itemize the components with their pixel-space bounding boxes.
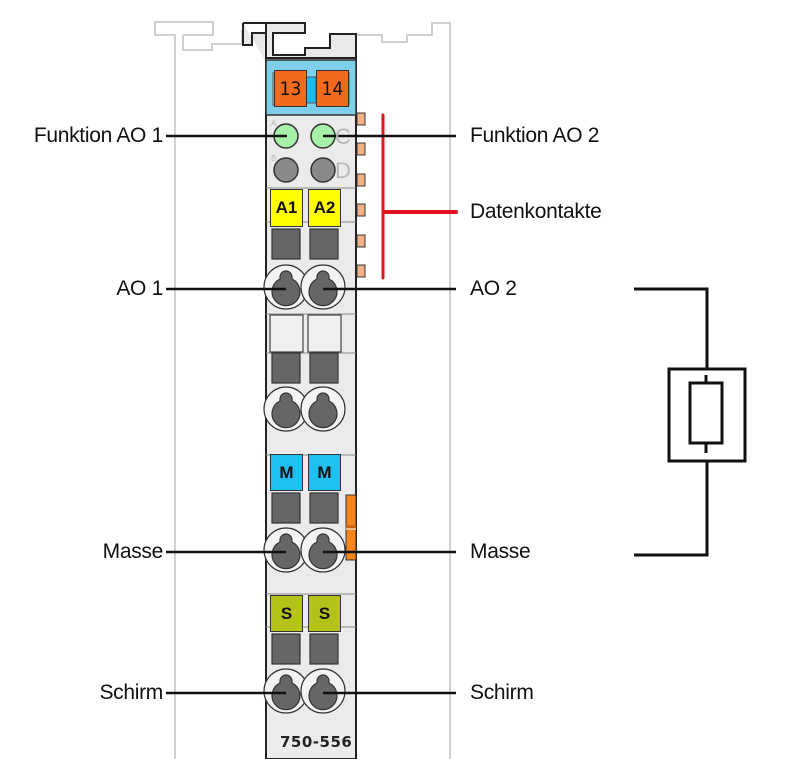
label-ao2: AO 2 bbox=[470, 277, 517, 300]
led-d bbox=[310, 157, 336, 183]
clamp-terminal bbox=[300, 264, 346, 310]
clamp-terminal bbox=[300, 668, 346, 714]
led-letter-b: B bbox=[271, 154, 277, 163]
label-schirm-right: Schirm bbox=[470, 681, 534, 704]
data-contact-pin bbox=[356, 203, 366, 217]
ground-marker-m1: M bbox=[270, 454, 303, 491]
channel-marker-a1: A1 bbox=[270, 189, 303, 227]
data-contact-pin bbox=[356, 173, 366, 187]
data-contact-pin bbox=[356, 234, 366, 248]
release-buttons bbox=[271, 228, 339, 665]
led-letter-a: A bbox=[271, 119, 277, 128]
channel-marker-a2: A2 bbox=[308, 189, 341, 227]
label-ao1: AO 1 bbox=[116, 277, 163, 300]
shielded-resistor-symbol bbox=[634, 287, 747, 557]
part-number: 750-556 bbox=[280, 733, 353, 751]
led-letter-c: C bbox=[335, 124, 351, 149]
data-contact-pin bbox=[356, 142, 366, 156]
shield-marker-s2: S bbox=[308, 595, 341, 632]
clamp-terminal bbox=[263, 386, 309, 432]
power-jumper-contact bbox=[345, 494, 357, 561]
shield-marker-s1: S bbox=[270, 595, 303, 632]
terminal-marker-13: 13 bbox=[274, 70, 307, 107]
data-contacts bbox=[356, 112, 366, 278]
blank-marker-slots bbox=[269, 314, 342, 353]
terminal-marker-14: 14 bbox=[316, 70, 349, 107]
data-contact-pin bbox=[356, 264, 366, 278]
data-contact-pin bbox=[356, 112, 366, 126]
data-contacts-bracket bbox=[381, 113, 458, 280]
label-funktion-ao2: Funktion AO 2 bbox=[470, 124, 600, 147]
label-masse-left: Masse bbox=[102, 540, 164, 563]
label-datenkontakte: Datenkontakte bbox=[470, 200, 602, 223]
led-letter-d: D bbox=[335, 158, 351, 183]
led-b bbox=[273, 157, 299, 183]
leader-lines bbox=[166, 134, 456, 695]
spring-clamp-terminals bbox=[263, 264, 346, 714]
label-masse-right: Masse bbox=[470, 540, 531, 563]
label-funktion-ao1: Funktion AO 1 bbox=[33, 124, 163, 147]
clamp-terminal bbox=[300, 527, 346, 573]
resistor-body bbox=[688, 381, 724, 445]
ground-marker-m2: M bbox=[308, 454, 341, 491]
clamp-terminal bbox=[300, 386, 346, 432]
label-schirm-left: Schirm bbox=[99, 681, 163, 704]
